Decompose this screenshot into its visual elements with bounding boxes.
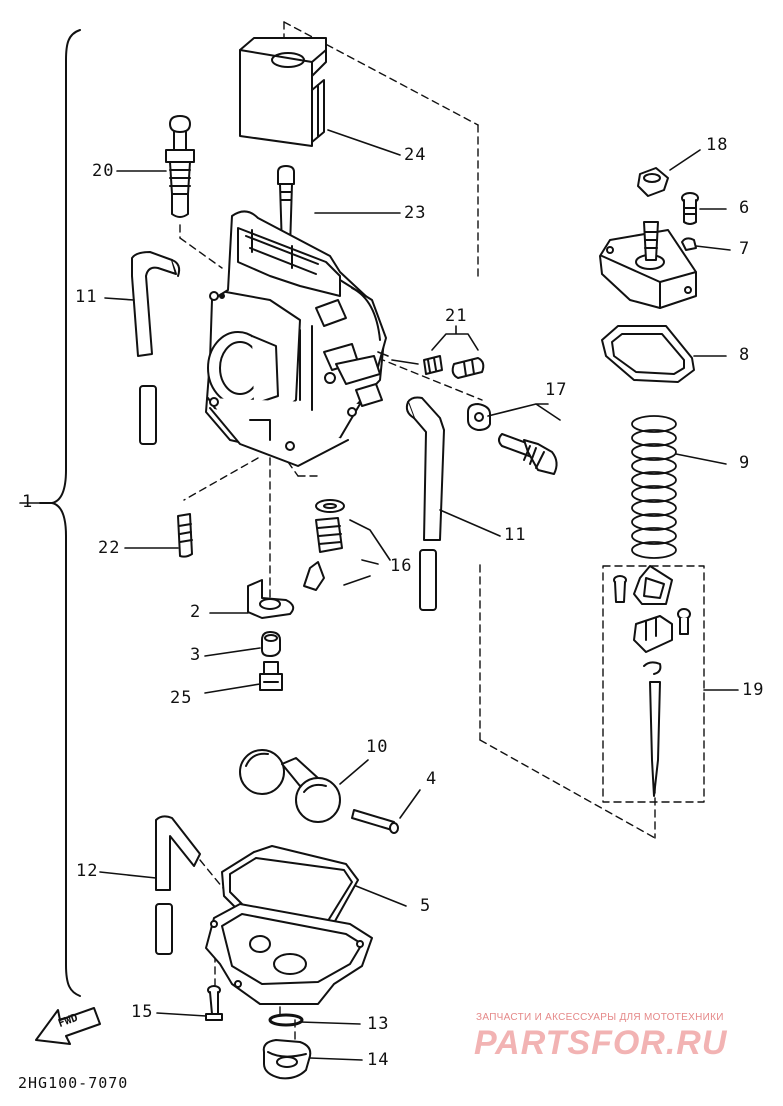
callout-13: 13 [367,1014,390,1034]
callout-24: 24 [404,145,427,165]
cable-adjuster [165,115,195,218]
jet-needle-set-box [602,565,705,803]
top-cap-gasket [601,325,695,383]
callout-18: 18 [706,135,729,155]
callout-4: 4 [426,769,438,789]
callout-10: 10 [366,737,389,757]
drain-plug [262,1039,312,1080]
callout-6: 6 [739,198,751,218]
callout-3: 3 [190,645,202,665]
fwd-arrow-icon [35,1007,101,1045]
callout-25: 25 [170,688,193,708]
callout-16: 16 [390,556,413,576]
main-jet [259,661,283,691]
callout-21: 21 [445,306,468,326]
callout-2: 2 [190,602,202,622]
top-cap-screw [681,192,699,225]
float [239,749,341,823]
callout-9: 9 [739,453,751,473]
lock-washer [681,237,697,251]
callout-15: 15 [131,1002,154,1022]
callout-8: 8 [739,345,751,365]
needle-valve-set [303,499,345,591]
leader-lines [19,129,739,1061]
callout-20: 20 [92,161,115,181]
watermark-tagline: ЗАПЧАСТИ И АКСЕССУАРЫ ДЛЯ МОТОТЕХНИКИ [476,1012,724,1023]
air-screw [467,403,558,475]
callout-14: 14 [367,1050,390,1070]
callout-11-left: 11 [75,287,98,307]
float-pin [351,809,399,834]
callout-23: 23 [404,203,427,223]
vent-tube-left [131,251,181,445]
throttle-valve [239,37,327,147]
diagram-code: 2HG100-7070 [18,1074,129,1092]
float-chamber-screw [205,985,223,1021]
callout-19: 19 [742,680,765,700]
callout-5: 5 [420,896,432,916]
o-ring [268,1013,304,1027]
needle-jet [261,631,281,657]
callout-22: 22 [98,538,121,558]
watermark-brand: PARTSFOR.RU [474,1024,728,1062]
jet-needle-set [613,565,691,797]
callout-7: 7 [739,239,751,259]
carburetor-body [205,210,387,467]
baffle-plate [247,579,295,619]
throttle-spring [631,415,677,559]
callout-1: 1 [22,492,34,512]
float-chamber [205,903,373,1005]
mixing-chamber-top [599,221,697,309]
callout-12: 12 [76,861,99,881]
cap-nut [637,167,669,197]
callout-11-right: 11 [504,525,527,545]
assembly-bracket [51,29,81,997]
pilot-screw-set [377,351,485,379]
callout-17: 17 [545,380,568,400]
vent-tube-right [405,396,445,611]
pilot-jet [177,513,193,558]
drain-tube [155,815,201,955]
